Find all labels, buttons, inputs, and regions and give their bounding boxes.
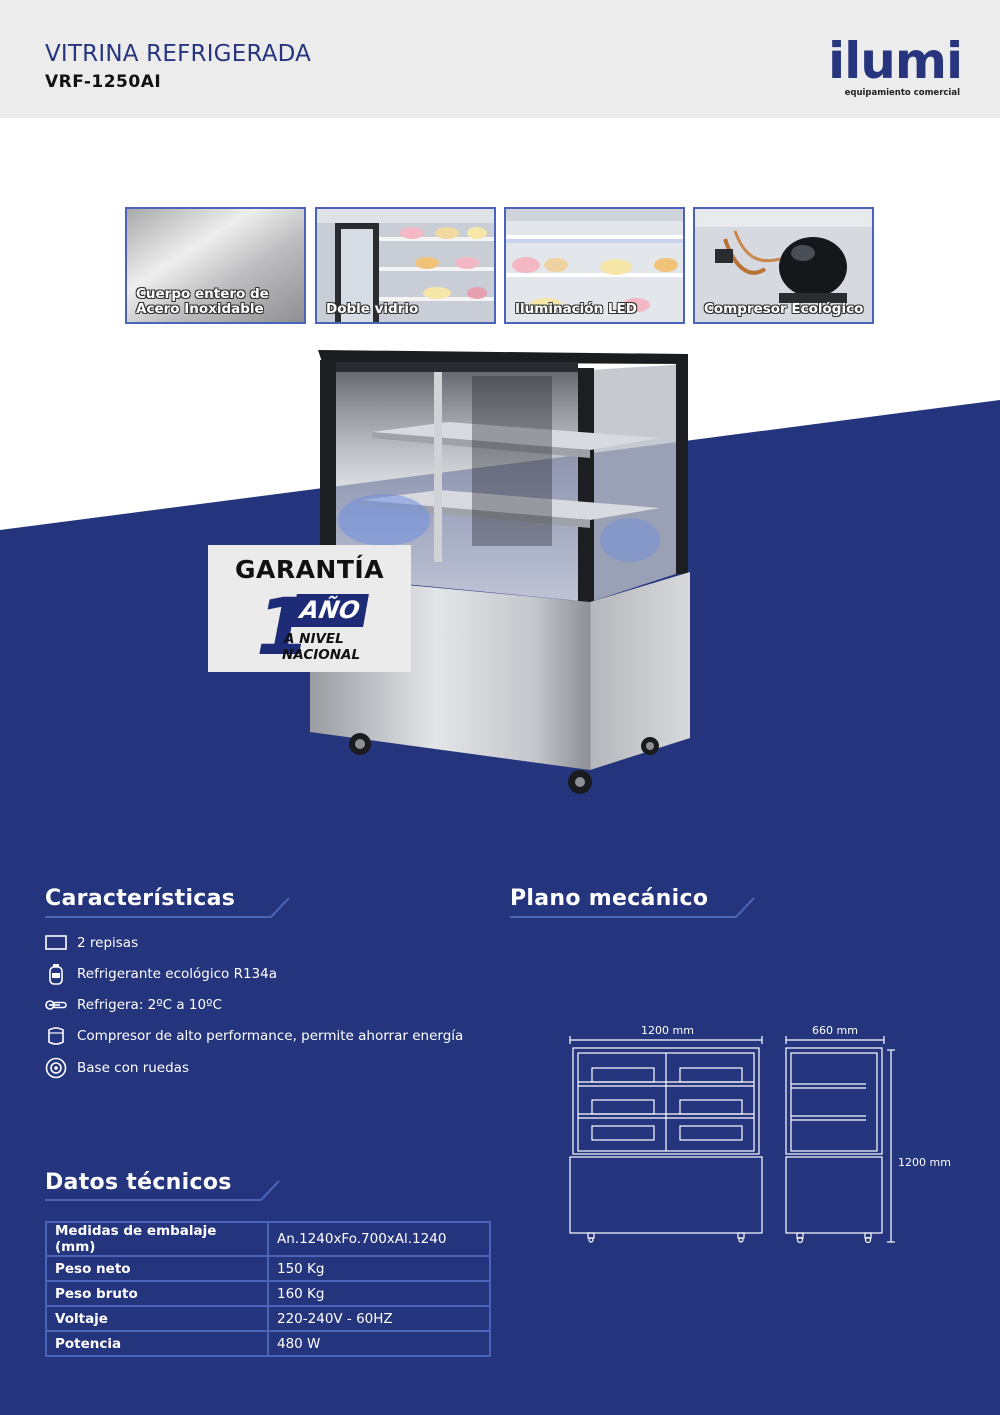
spec-key: Medidas de embalaje (mm) [45, 1221, 269, 1257]
feature-item: Compresor de alto performance, permite a… [45, 1025, 463, 1047]
feature-text: Refrigera: 2ºC a 10ºC [77, 997, 222, 1013]
spec-key: Potencia [45, 1330, 269, 1357]
header: VITRINA REFRIGERADA VRF-1250AI ilumi equ… [0, 0, 1000, 118]
thumb-double-glass: Doble vidrio [315, 207, 496, 324]
feature-text: Refrigerante ecológico R134a [77, 966, 277, 982]
led-lighting-image [506, 209, 683, 322]
shelf-icon [45, 932, 67, 954]
warranty-scope-line1: A NIVEL [284, 631, 344, 647]
thumb-eco-compressor: Compresor Ecológico [693, 207, 874, 324]
height-dimension-label: 1200 mm [898, 1156, 951, 1169]
depth-dimension-label: 660 mm [812, 1024, 858, 1037]
feature-text: Compresor de alto performance, permite a… [77, 1028, 464, 1044]
feature-item: Refrigera: 2ºC a 10ºC [45, 994, 222, 1016]
spec-value: 160 Kg [267, 1280, 491, 1307]
compressor-icon [45, 1025, 67, 1047]
specs-table: Medidas de embalaje (mm) An.1240xFo.700x… [45, 1221, 491, 1357]
spec-value: 220-240V - 60HZ [267, 1305, 491, 1332]
model-code: VRF-1250AI [45, 72, 162, 92]
spec-key: Peso bruto [45, 1280, 269, 1307]
thumb-label: Doble vidrio [326, 301, 419, 317]
table-row: Peso bruto 160 Kg [45, 1280, 491, 1307]
spec-key: Peso neto [45, 1255, 269, 1282]
thumb-label: Compresor Ecológico [704, 301, 864, 317]
table-row: Peso neto 150 Kg [45, 1255, 491, 1282]
feature-text: Base con ruedas [77, 1060, 189, 1076]
page-title: VITRINA REFRIGERADA [45, 41, 312, 67]
spec-value: 150 Kg [267, 1255, 491, 1282]
thumb-label: Cuerpo entero de Acero Inoxidable [136, 286, 269, 317]
features-title-underline [45, 897, 290, 918]
thumb-stainless-steel: Cuerpo entero de Acero Inoxidable [125, 207, 306, 324]
thermometer-icon [45, 994, 67, 1016]
feature-text: 2 repisas [77, 935, 139, 951]
warranty-title: GARANTÍA [234, 555, 385, 584]
double-glass-image [317, 209, 494, 322]
feature-item: Refrigerante ecológico R134a [45, 963, 277, 985]
table-row: Potencia 480 W [45, 1330, 491, 1357]
mechanical-title-underline [510, 897, 755, 918]
thumb-label: Iluminación LED [515, 301, 637, 317]
table-row: Medidas de embalaje (mm) An.1240xFo.700x… [45, 1221, 491, 1257]
specs-title-underline [45, 1180, 280, 1201]
mechanical-drawing [569, 1036, 895, 1244]
logo-tagline: equipamiento comercial [844, 88, 960, 98]
warranty-scope: A NIVEL NACIONAL [282, 631, 360, 663]
feature-item: 2 repisas [45, 932, 138, 954]
feature-item: Base con ruedas [45, 1057, 189, 1079]
product-display-case-image [310, 350, 690, 794]
spec-value: An.1240xFo.700xAl.1240 [267, 1221, 491, 1257]
spec-key: Voltaje [45, 1305, 269, 1332]
brand-logo: ilumi equipamiento comercial [828, 32, 963, 98]
mechanical-title: Plano mecánico [510, 886, 709, 911]
table-row: Voltaje 220-240V - 60HZ [45, 1305, 491, 1332]
spec-value: 480 W [267, 1330, 491, 1357]
width-dimension-label: 1200 mm [641, 1024, 694, 1037]
refrigerant-tank-icon [45, 963, 67, 985]
steel-texture-image [127, 209, 304, 322]
thumb-led-lighting: Iluminación LED [504, 207, 685, 324]
features-title: Características [45, 886, 236, 911]
wheel-icon [45, 1057, 67, 1079]
warranty-unit: AÑO [291, 594, 369, 627]
specs-title: Datos técnicos [45, 1170, 232, 1195]
warranty-badge: GARANTÍA 1 AÑO A NIVEL NACIONAL [208, 545, 411, 672]
warranty-scope-line2: NACIONAL [282, 647, 361, 663]
compressor-image [695, 209, 872, 322]
logo-word: ilumi [828, 32, 963, 90]
